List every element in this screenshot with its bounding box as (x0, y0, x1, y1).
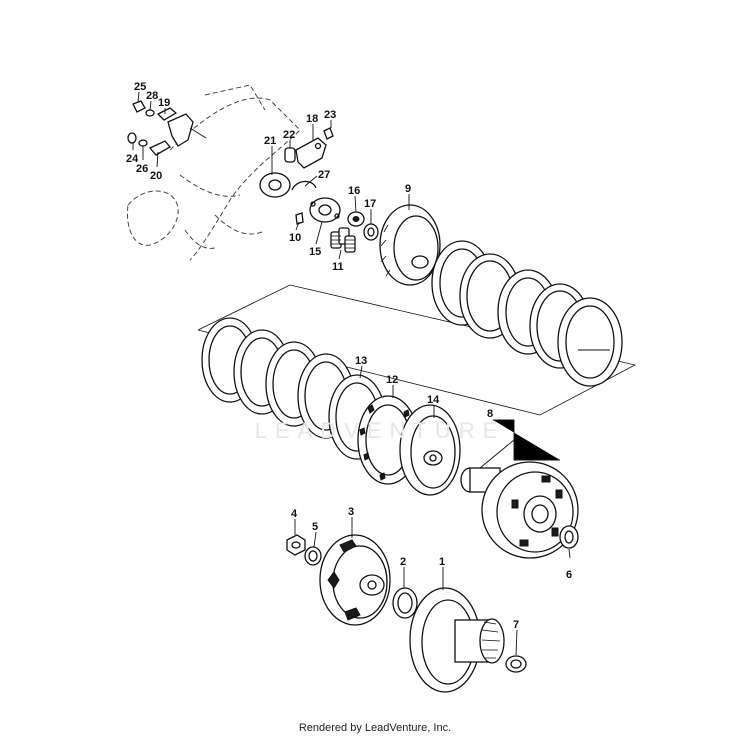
callout-17: 17 (364, 198, 376, 210)
centrifugal-clutch-3 (319, 534, 391, 626)
clutch-outer-8 (460, 461, 579, 559)
clutch-center-14 (399, 404, 461, 496)
callout-25: 25 (134, 81, 146, 93)
washer-7 (505, 655, 527, 673)
callout-18: 18 (306, 113, 318, 125)
callout-12: 12 (386, 374, 398, 386)
nut-4 (286, 534, 306, 556)
callout-28: 28 (146, 90, 158, 102)
pressure-plate (379, 204, 441, 286)
callout-16: 16 (348, 185, 360, 197)
callout-21: 21 (264, 135, 276, 147)
callout-19: 19 (158, 97, 170, 109)
callout-23: 23 (324, 109, 336, 121)
callout-15: 15 (309, 246, 321, 258)
callout-26: 26 (136, 163, 148, 175)
callout-2: 2 (400, 556, 406, 568)
callout-7: 7 (513, 619, 519, 631)
callout-14: 14 (427, 394, 440, 406)
clutch-plates-upper (431, 240, 623, 387)
callout-9: 9 (405, 183, 411, 195)
callout-24: 24 (126, 153, 139, 165)
callout-4: 4 (291, 508, 298, 520)
engine-case-outline (126, 84, 301, 261)
callout-11: 11 (332, 261, 344, 273)
callout-8: 8 (487, 408, 493, 420)
shift-arm-assembly (127, 100, 207, 156)
washer-6 (559, 525, 579, 549)
clutch-lifter-assembly (259, 127, 334, 198)
callout-20: 20 (150, 170, 162, 182)
callout-3: 3 (348, 506, 354, 518)
clutch-springs (330, 227, 356, 253)
footer-credit: Rendered by LeadVenture, Inc. (298, 722, 452, 734)
leader-lines (132, 91, 610, 656)
release-bearing-assembly (291, 180, 379, 253)
bearing-2 (392, 587, 418, 619)
callout-6: 6 (566, 569, 572, 581)
callout-labels: 25 28 19 24 26 20 21 22 18 23 27 16 17 9… (126, 81, 572, 631)
washer-5 (304, 546, 322, 566)
callout-1: 1 (439, 556, 445, 568)
callout-13: 13 (355, 355, 367, 367)
clutch-drum-1 (409, 587, 505, 693)
callout-10: 10 (289, 232, 301, 244)
callout-22: 22 (283, 129, 295, 141)
callout-27: 27 (318, 169, 330, 181)
plate-pack-frame (197, 284, 637, 416)
callout-5: 5 (312, 521, 318, 533)
